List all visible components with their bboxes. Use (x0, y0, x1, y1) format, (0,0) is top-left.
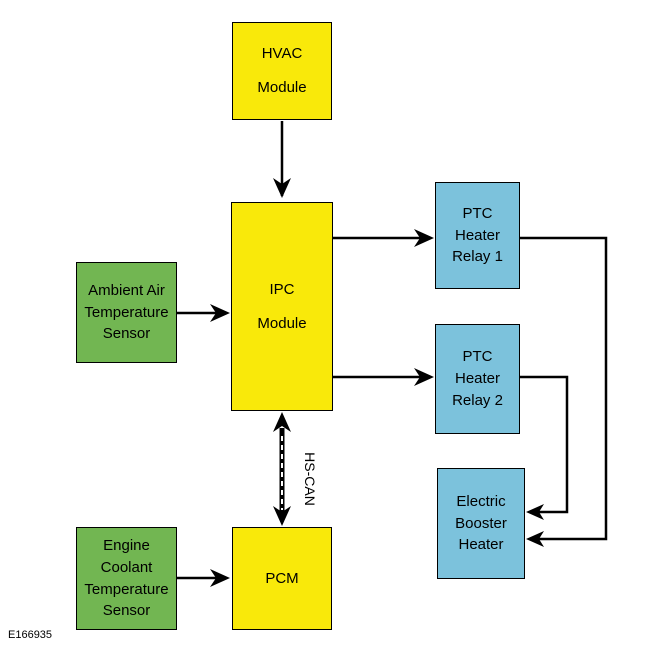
arrowhead-ipc-to-relay1 (414, 229, 434, 247)
arrowhead-relay2-to-booster (526, 504, 544, 520)
box-text-line: Sensor (102, 602, 151, 620)
box-text-line: Heater (458, 536, 504, 554)
arrowhead-hs-can-down (273, 506, 291, 526)
box-text-line: IPC (269, 280, 295, 298)
box-text-line: Sensor (102, 325, 151, 343)
box-text-line: Engine (103, 537, 150, 554)
box-text-line: Module (257, 314, 307, 332)
box-text-line: PTC (462, 348, 493, 366)
box-text-line: Temperature (84, 303, 169, 321)
arrowhead-relay1-to-booster (526, 531, 544, 547)
arrowhead-coolant-to-pcm (210, 569, 230, 587)
box-text-line: Ambient Air (88, 281, 165, 299)
wire-relay2-to-booster (520, 375, 569, 514)
figure-id-label: E166935 (8, 629, 53, 641)
hs-can-label: HS-CAN (301, 452, 318, 506)
pcm-box: PCM (232, 527, 332, 630)
box-text-line: PCM (265, 569, 299, 587)
box-text-line: Coolant (100, 558, 153, 576)
box-text-line: Module (257, 79, 307, 96)
ipc-module-box: IPC Module (231, 202, 333, 411)
box-text-line: Booster (455, 514, 507, 532)
box-text-line: PTC (462, 204, 493, 222)
box-text-line: Relay 1 (452, 248, 503, 266)
arrowhead-hvac-to-ipc (273, 178, 291, 198)
box-text-line: Temperature (84, 580, 169, 598)
box-text-line: HVAC (261, 45, 303, 63)
box-text-line: Relay 2 (452, 391, 503, 409)
box-text-line: Heater (454, 226, 501, 244)
arrowhead-ipc-to-relay2 (414, 368, 434, 386)
wire-relay1-to-booster (520, 236, 608, 541)
arrowhead-ambient-to-ipc (210, 304, 230, 322)
arrowhead-hs-can-up (273, 412, 291, 432)
box-text-line: Electric (456, 492, 506, 510)
hvac-module-box: HVAC Module (232, 22, 332, 120)
box-text-line: Heater (454, 370, 501, 388)
